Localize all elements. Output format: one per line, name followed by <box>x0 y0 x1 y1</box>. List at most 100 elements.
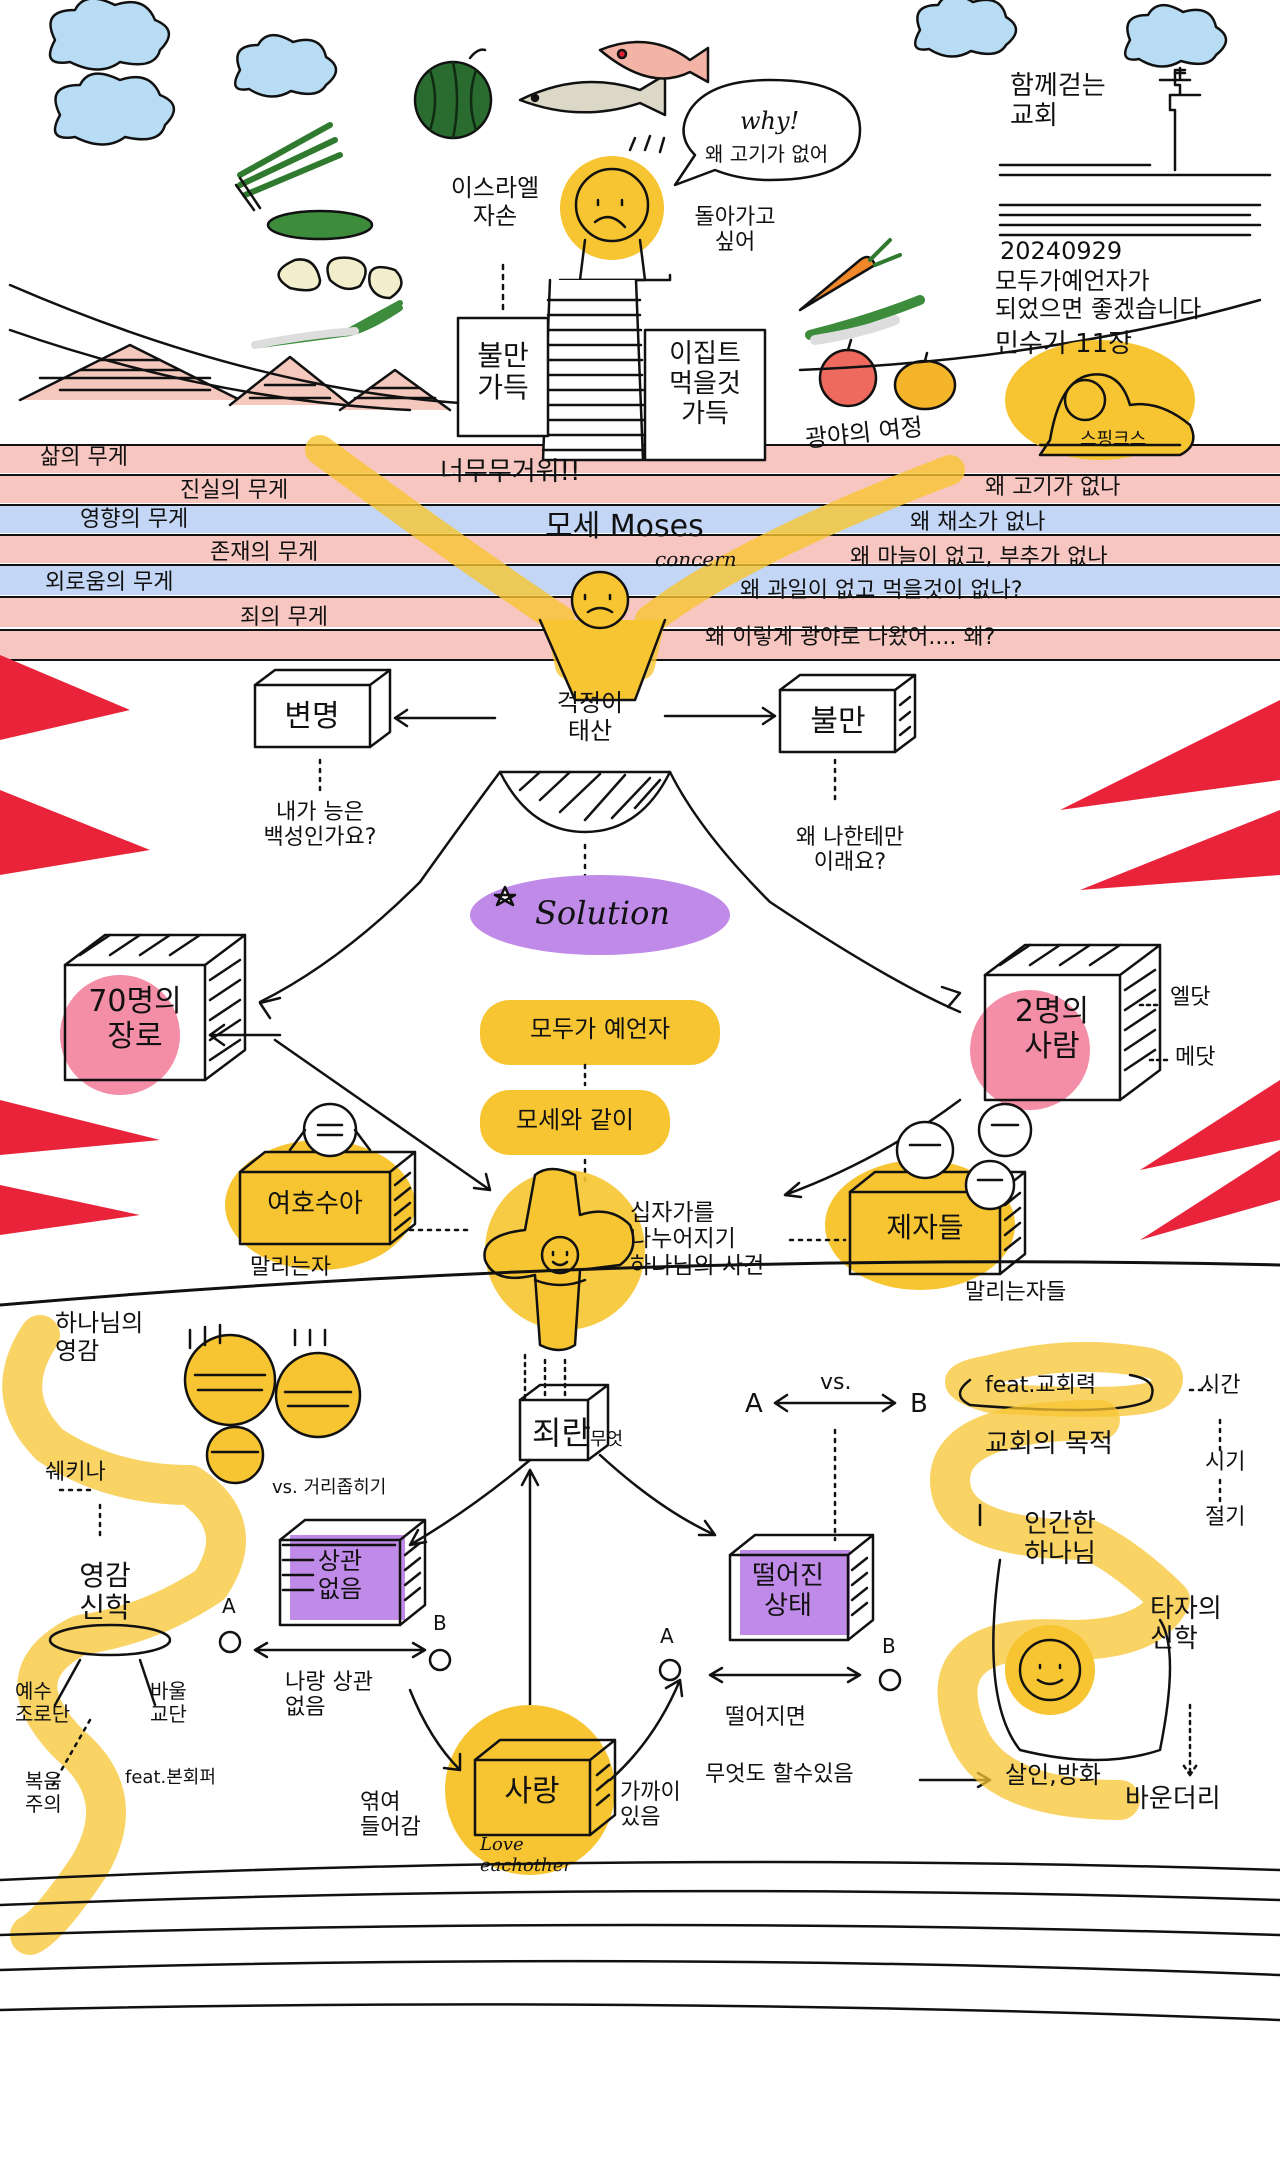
cloud-icon <box>48 0 170 71</box>
enter-label: 엮여 들어감 <box>360 1790 421 1841</box>
time-label: 시간 <box>1200 1373 1241 1398</box>
spirit-of-god-label: 하나님의 영감 <box>55 1309 144 1365</box>
murder-label: 살인,방화 <box>1005 1761 1101 1789</box>
face-icon <box>274 1351 362 1439</box>
solution-item-2: 모세와 같이 <box>515 1106 635 1134</box>
moses-title-en: Moses <box>609 509 704 544</box>
cross-icon <box>483 1167 645 1352</box>
sin-subtitle: 무엇 <box>590 1429 624 1450</box>
sermon-title: 모두가예언자가 되었으면 좋겠습니다 <box>995 267 1202 323</box>
church-purpose-label: 교회의 목적 <box>985 1429 1113 1459</box>
burden-left-2: 진실의 무게 <box>180 478 289 503</box>
carrot-icon <box>798 238 925 345</box>
separated-box-label: 떨어진 상태 <box>752 1561 824 1621</box>
burden-left-4: 존재의 무게 <box>210 540 319 565</box>
sin-title: 죄란 <box>532 1414 591 1452</box>
top-b-label: B <box>910 1389 928 1419</box>
face-icon <box>977 1102 1033 1158</box>
period-label: 시기 <box>1205 1450 1246 1475</box>
fish-icon <box>518 40 710 117</box>
love-box-label: 사랑 <box>504 1774 560 1809</box>
burden-right-4: 왜 과일이 없고 먹을것이 없나? <box>740 578 1023 603</box>
sphinx-icon <box>1005 340 1195 460</box>
cloud-icon <box>1123 4 1228 68</box>
sphinx-label: 스핑크스 <box>1080 429 1147 450</box>
disciples-box-label: 제자들 <box>886 1211 964 1244</box>
burden-right-5: 왜 이렇게 광야로 나왔어.... 왜? <box>705 625 996 650</box>
excuse-box-label: 변명 <box>284 699 340 734</box>
israel-people-label: 이스라엘 자손 <box>450 174 540 230</box>
moses-concern: concern <box>655 547 737 571</box>
season-label: 절기 <box>1205 1505 1246 1530</box>
face-icon <box>183 1333 277 1427</box>
sun-face-icon <box>558 156 672 282</box>
no-relation-box <box>278 1538 402 1627</box>
cloud-icon <box>53 72 175 146</box>
spiritual-theology-label: 영감 신학 <box>79 1559 131 1625</box>
excuse-box <box>253 683 372 749</box>
elders-box <box>63 963 207 1082</box>
go-back-label: 돌아가고 싶어 <box>694 205 776 256</box>
joshua-note: 말리는자 <box>250 1255 331 1280</box>
why-bubble-ko: 왜 고기가 없어 <box>705 142 829 166</box>
too-heavy-label: 너무무거워!! <box>440 457 581 487</box>
cross-event-label: 십자가를 나누어지기 하나님의 사건 <box>630 1200 765 1279</box>
feat-bonhoeffer-label: feat.본회퍼 <box>125 1767 216 1788</box>
left-b-label: B <box>433 1611 447 1635</box>
two-people-box <box>983 973 1122 1102</box>
love-box <box>473 1758 592 1837</box>
joshua-box-label: 여호수아 <box>267 1189 363 1219</box>
no-relation-box-label: 상관 없음 <box>317 1547 363 1603</box>
close-label: 가까이 있음 <box>620 1780 681 1831</box>
joshua-box <box>238 1170 392 1246</box>
anything-ok-label: 무엇도 할수있음 <box>705 1762 854 1787</box>
sermon-date: 20240929 <box>1000 237 1123 265</box>
church-icon <box>998 66 1272 237</box>
scripture: 민수기 11장 <box>995 329 1133 359</box>
cloud-icon <box>233 34 338 98</box>
excuse-note: 내가 능은 백성인가요? <box>263 800 377 851</box>
two-people-box-label: 2명의 사람 <box>1014 994 1090 1064</box>
disciples-note: 말리는자들 <box>965 1280 1067 1305</box>
right-a-label: A <box>660 1624 674 1648</box>
speech-bubble <box>673 78 862 187</box>
relation-note: 나랑 상관 없음 <box>285 1670 373 1721</box>
egypt-box <box>643 328 767 462</box>
face-icon <box>205 1425 265 1485</box>
feat-church-label: feat.교회력 <box>985 1373 1097 1398</box>
moses-title: 모세 Moses <box>545 509 704 545</box>
paul-label: 바울 교단 <box>150 1679 187 1726</box>
face-icon <box>964 1159 1016 1211</box>
jesus-label: 예수 조로단 <box>15 1679 71 1726</box>
nationalism-label: 복음 주의 <box>25 1769 62 1816</box>
burden-right-1: 왜 고기가 없나 <box>985 475 1121 500</box>
human-god-label: 인간한 하나님 <box>1024 1509 1096 1569</box>
separated-note: 떨어지면 <box>725 1705 806 1730</box>
worry-label: 걱정이 태산 <box>556 689 624 745</box>
face-icon <box>895 1120 955 1180</box>
burden-left-6: 죄의 무게 <box>240 605 328 630</box>
complaint-box-2-label: 불만 <box>810 704 866 739</box>
burden-right-3: 왜 마늘이 없고, 부추가 없나 <box>850 545 1108 570</box>
sin-box <box>518 1398 590 1462</box>
bonhoeffer-label: 바운더리 <box>1125 1784 1221 1814</box>
separated-box <box>728 1553 850 1642</box>
apple-icon <box>818 338 878 408</box>
burden-right-2: 왜 채소가 없나 <box>910 510 1046 535</box>
cloud-icon <box>913 0 1018 58</box>
complaint-note: 왜 나한테만 이래요? <box>795 825 905 876</box>
red-shapes <box>0 655 1280 1240</box>
face-icon <box>302 1102 358 1158</box>
eldad-label: 엘닷 <box>1170 985 1211 1010</box>
why-bubble-en: why! <box>740 107 800 135</box>
complaint-box <box>456 316 550 438</box>
watermelon-icon <box>413 48 493 140</box>
shekinah-label: 쉐키나 <box>45 1460 106 1485</box>
face-icon <box>1018 1638 1082 1702</box>
vegetable-icon <box>234 122 403 349</box>
complaint-box-2 <box>778 688 897 754</box>
burden-left-3: 영향의 무게 <box>80 507 189 532</box>
solution-item-1: 모두가 예언자 <box>529 1015 671 1043</box>
solution-label: Solution <box>535 894 670 932</box>
